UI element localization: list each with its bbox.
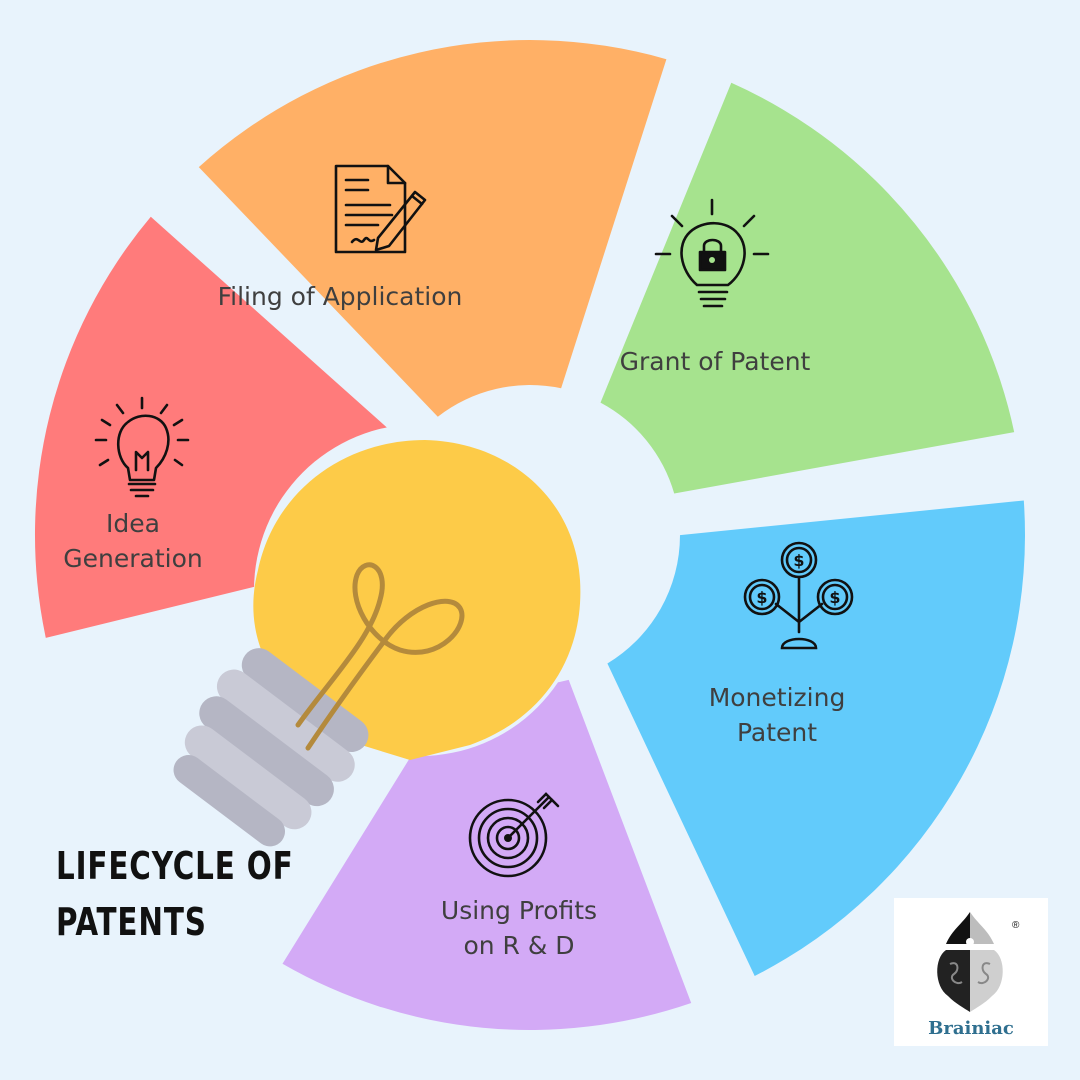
segment-grant-of-patent (600, 82, 1015, 494)
dollar-signs: $ $ $ (756, 551, 840, 607)
brand-name: Brainiac (928, 1018, 1014, 1039)
registered-mark: ® (1012, 920, 1020, 931)
target-arrow-icon (468, 792, 560, 878)
svg-text:$: $ (829, 588, 840, 607)
document-pen-icon (334, 164, 427, 254)
brainiac-logo: ® Brainiac (894, 898, 1048, 1046)
light-bulb-icon (173, 424, 586, 847)
label-filing-of-application: Filing of Application (217, 282, 463, 311)
title-line-1: LIFECYCLE OF (56, 844, 294, 888)
lightbulb-icon (94, 396, 190, 498)
title-line-2: PATENTS (56, 900, 207, 944)
segment-filing-of-application (198, 40, 667, 417)
segment-using-profits (282, 669, 692, 1030)
label-grant-of-patent: Grant of Patent (619, 347, 811, 376)
svg-text:$: $ (793, 551, 804, 570)
page-title: LIFECYCLE OF PATENTS (56, 838, 294, 950)
svg-text:$: $ (756, 588, 767, 607)
segment-monetizing-patent (607, 500, 1025, 976)
money-tree-icon (743, 541, 854, 650)
pen-nib-brain-icon (937, 912, 1003, 1012)
